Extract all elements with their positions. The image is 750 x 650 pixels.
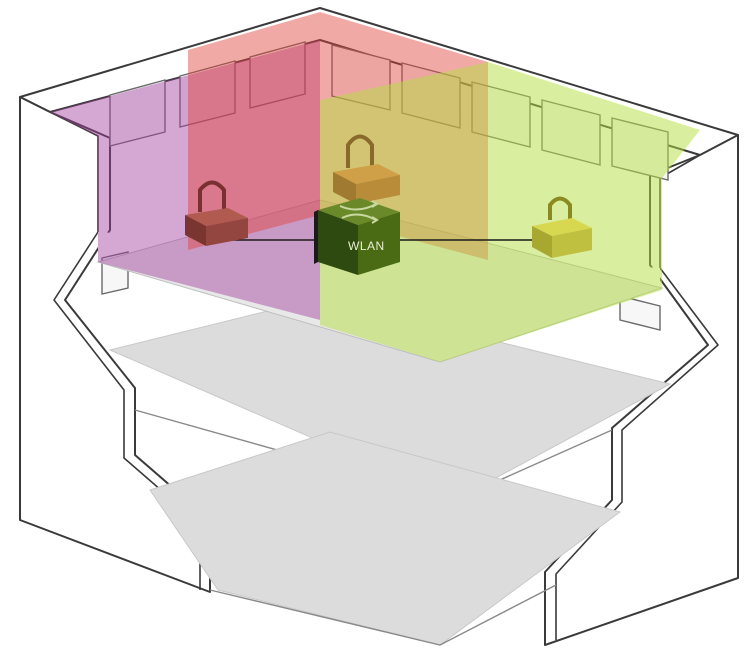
wlan-access-point: WLAN	[314, 198, 400, 275]
ap-label: WLAN	[348, 239, 385, 253]
ap-left-edge	[314, 210, 318, 264]
